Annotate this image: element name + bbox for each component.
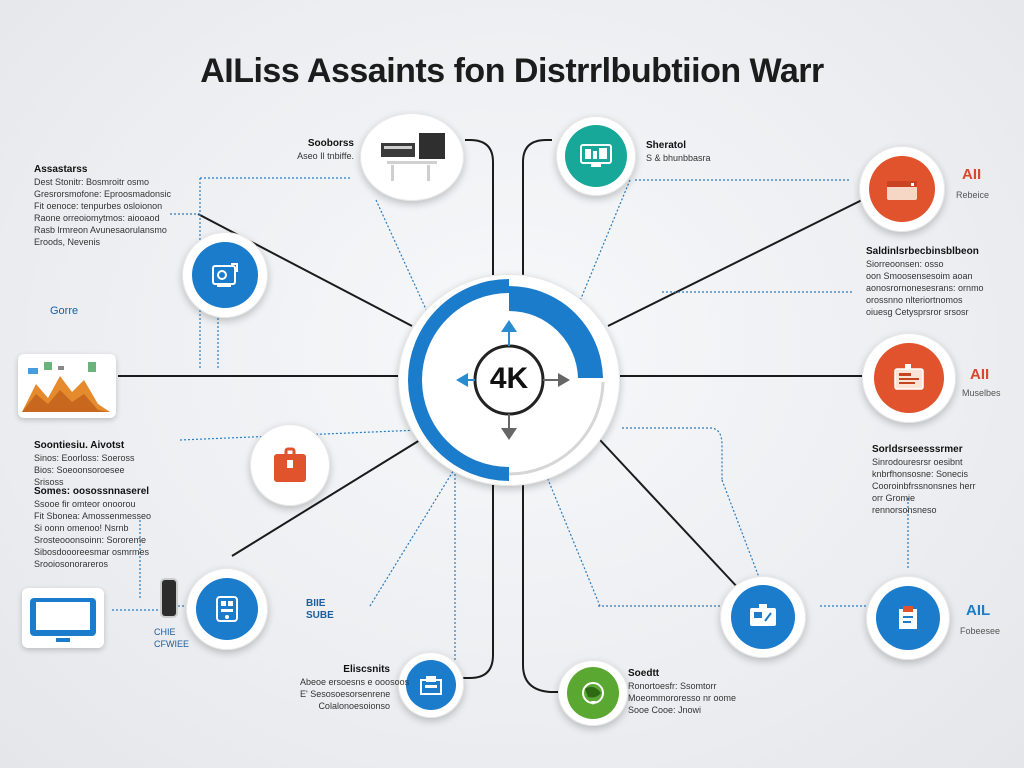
shopping-bag-icon [274, 447, 306, 482]
side-tag-2-title: AII [970, 366, 990, 383]
node-screen[interactable] [720, 576, 806, 658]
box-icon [420, 676, 442, 695]
document-icon [894, 364, 924, 390]
node-briefcase[interactable] [859, 146, 945, 232]
node-server[interactable] [360, 113, 464, 201]
label-top-left: Assastarss Dest Stonitr: Bosmroitr osmo … [34, 164, 172, 247]
wire-diag-top-right [607, 199, 863, 327]
gore-label: Gorre [50, 305, 79, 317]
label-left-lower: Somes: oosossnnaserel Ssooe fir omteor o… [34, 486, 152, 569]
wire-top-right [522, 139, 552, 276]
central-hub[interactable]: 4K [398, 274, 620, 486]
node-shopping-bag[interactable] [250, 424, 330, 506]
wire-bottom-right [522, 482, 560, 693]
side-tag-1-title: AII [962, 166, 982, 183]
small-device-label: CHIE CFWIEE [154, 627, 189, 649]
side-tag-2-sub: Muselbes [962, 388, 1001, 398]
mid-tag: BIIE SUBE [306, 598, 334, 621]
label-left-mid: Soontiesiu. Aivotst Sinos: Eoorloss: Soe… [34, 440, 135, 487]
diagram-title: AILiss Assaints fon Distrrlbubtiion Warr [200, 52, 824, 90]
label-bottom-center-left: Eliscsnits Abeoe ersoesns e ooosoos E' S… [300, 664, 410, 711]
side-tag-1-sub: Rebeice [956, 190, 990, 200]
hub-icon [407, 279, 605, 481]
node-globe[interactable] [558, 660, 628, 726]
wire-bottom-left [462, 482, 494, 679]
wire-diag-bottom-left [231, 439, 421, 557]
chart-card[interactable] [18, 354, 116, 418]
node-gear[interactable] [182, 232, 268, 318]
node-clipboard[interactable] [866, 576, 950, 660]
chart-icon [22, 362, 110, 412]
monitor-icon [580, 144, 612, 167]
node-box[interactable] [398, 652, 464, 718]
gear-icon [212, 263, 238, 287]
briefcase-icon [887, 181, 917, 200]
globe-icon [582, 682, 604, 705]
wire-top-left [465, 139, 494, 276]
phone-device [162, 580, 176, 616]
node-monitor[interactable] [556, 116, 636, 196]
laptop-card[interactable] [22, 588, 104, 648]
wire-diag-bottom-right [599, 439, 741, 591]
label-right-lower: Sorldsrseesssrmer Sinrodouresrsr oesibnt… [872, 444, 976, 515]
tablet-icon [216, 596, 238, 622]
side-tag-3-sub: Fobeesee [960, 626, 1001, 636]
laptop-icon [30, 598, 96, 642]
node-document[interactable] [862, 333, 956, 423]
screen-icon [750, 604, 776, 626]
node-tablet[interactable] [186, 568, 268, 650]
label-bottom-center-right: Soedtt Ronortoesfr: Ssomtorr Moeommorore… [628, 668, 737, 715]
label-top-right-center: Sheratol S & bhunbbasra [646, 140, 711, 163]
hub-label: 4K [489, 362, 529, 395]
label-right-mid: Saldinlsrbecbinsblbeon Siorreoonsen: oss… [866, 246, 984, 317]
side-tag-3-title: AIL [966, 602, 991, 619]
clipboard-icon [899, 606, 917, 629]
server-icon [381, 133, 445, 181]
label-top-center: Sooborss Aseo Il tnbiffe. [297, 138, 354, 161]
